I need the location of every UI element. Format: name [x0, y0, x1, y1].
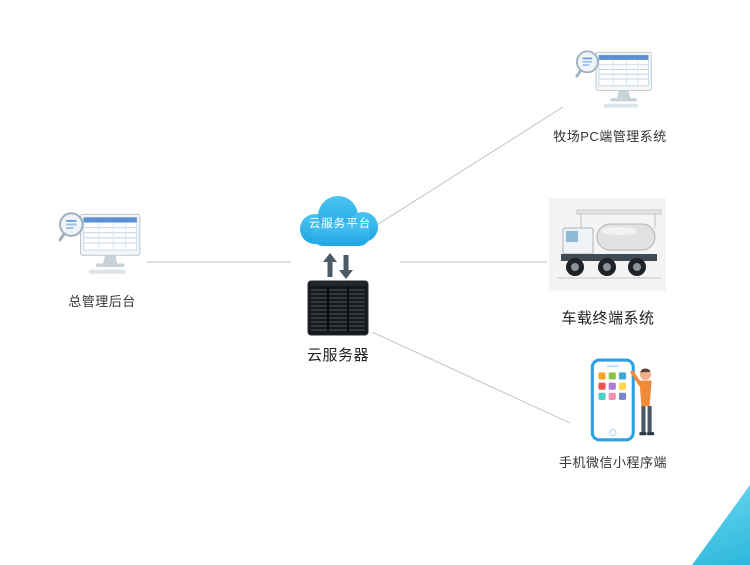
node-label-wechat: 手机微信小程序端 — [558, 455, 667, 470]
corner-triangle-decoration — [692, 485, 750, 565]
connector-server-phone — [371, 331, 571, 424]
tanker-truck-image — [549, 198, 666, 291]
cloud-platform-label: 云服务平台 — [308, 218, 372, 230]
node-label-admin: 总管理后台 — [68, 294, 136, 309]
node-label-vehicle: 车载终端系统 — [561, 310, 655, 327]
phone-miniprogram-icon — [586, 357, 660, 447]
admin-monitor-icon — [58, 210, 146, 276]
pc-monitor-icon — [575, 48, 657, 110]
sync-arrows-icon — [323, 253, 353, 279]
server-rack-icon — [306, 280, 370, 336]
server-label: 云服务器 — [306, 347, 369, 364]
cloud-icon: 云服务平台 — [292, 192, 388, 252]
node-label-pc: 牧场PC端管理系统 — [553, 129, 667, 144]
